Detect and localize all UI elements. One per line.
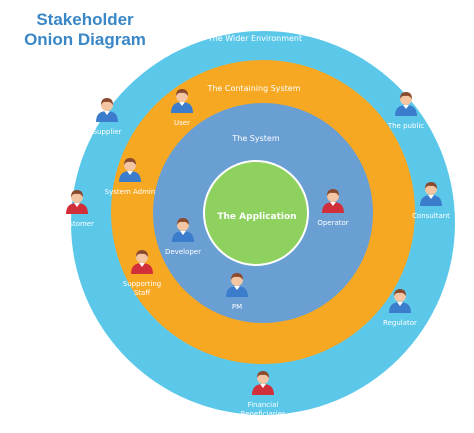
person-icon xyxy=(96,98,118,122)
stakeholder-system-admin: System Admin xyxy=(105,158,156,196)
application-core xyxy=(203,160,309,266)
application-label: The Application xyxy=(217,212,296,222)
stakeholder-regulator: Regulator xyxy=(383,289,417,327)
stakeholder-label: Beneficiaries xyxy=(240,410,285,418)
stakeholder-label: Staff xyxy=(134,289,150,297)
diagram-title: Stakeholder Onion Diagram xyxy=(10,10,160,50)
stakeholder-consultant: Consultant xyxy=(412,182,450,220)
person-icon xyxy=(131,250,153,274)
stakeholder-label: Customer xyxy=(60,220,94,228)
person-icon xyxy=(226,273,248,297)
containing-ring-label: The Containing System xyxy=(206,84,300,93)
stakeholder-label: System Admin xyxy=(105,188,156,196)
person-icon xyxy=(119,158,141,182)
system-ring-label: The System xyxy=(231,134,279,143)
stakeholder-pm: PM xyxy=(226,273,248,311)
person-icon xyxy=(420,182,442,206)
stakeholder-label: Supporting xyxy=(123,280,162,288)
stakeholder-developer: Developer xyxy=(165,218,201,256)
stakeholder-label: The public xyxy=(387,122,424,130)
person-icon xyxy=(395,92,417,116)
stakeholder-label: Consultant xyxy=(412,212,450,220)
stakeholder-label: Regulator xyxy=(383,319,417,327)
title-line-1: Stakeholder xyxy=(36,10,134,29)
stakeholder-supplier: Supplier xyxy=(93,98,122,136)
stakeholder-label: Operator xyxy=(317,219,348,227)
person-icon xyxy=(172,218,194,242)
stakeholder-label: PM xyxy=(232,303,242,311)
title-line-2: Onion Diagram xyxy=(24,30,146,49)
person-icon xyxy=(389,289,411,313)
person-icon xyxy=(322,189,344,213)
person-icon xyxy=(171,89,193,113)
person-icon xyxy=(252,371,274,395)
stakeholder-label: User xyxy=(174,119,190,127)
person-icon xyxy=(66,190,88,214)
stakeholder-the-public: The public xyxy=(387,92,424,130)
outer-ring-label: The Wider Environment xyxy=(207,34,302,43)
stakeholder-operator: Operator xyxy=(317,189,349,227)
stakeholder-customer: Customer xyxy=(60,190,94,228)
stakeholder-label: Financial xyxy=(248,401,279,409)
stakeholder-label: Supplier xyxy=(93,128,122,136)
stakeholder-user: User xyxy=(171,89,193,127)
stakeholder-label: Developer xyxy=(165,248,201,256)
